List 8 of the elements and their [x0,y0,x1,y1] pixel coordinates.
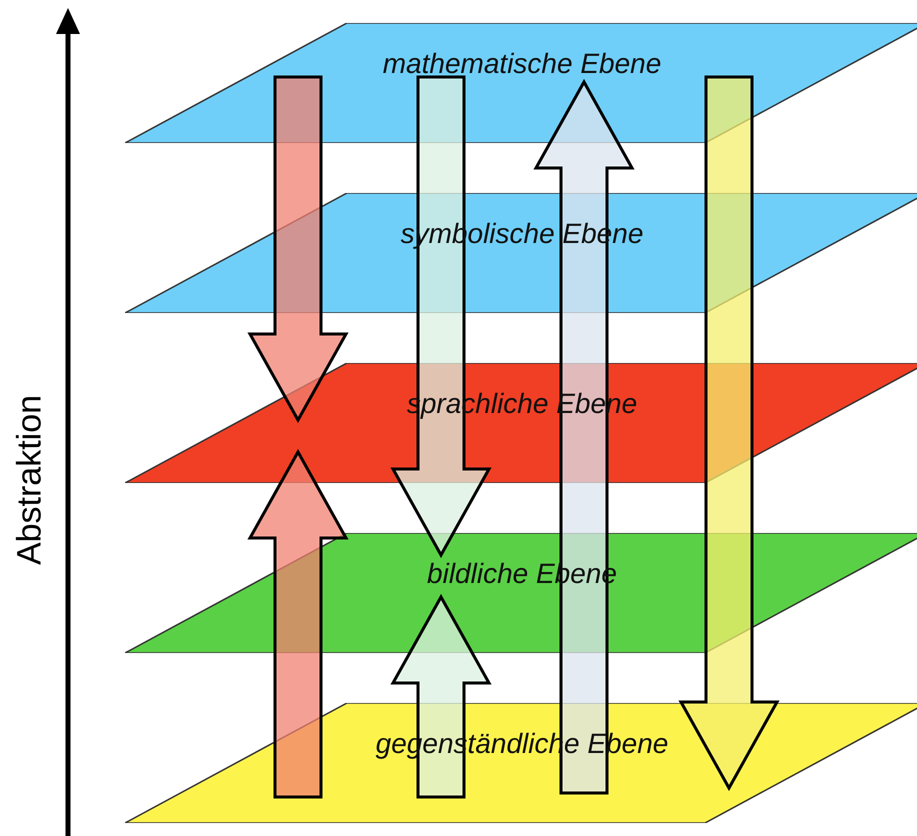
block-arrow [390,76,492,558]
block-arrow [533,78,635,794]
block-arrow [390,594,492,798]
block-arrow [247,448,349,798]
block-arrow [247,76,349,424]
block-arrow [678,76,780,792]
axis-label: Abstraktion [10,394,50,566]
level-label: mathematische Ebene [382,48,662,80]
